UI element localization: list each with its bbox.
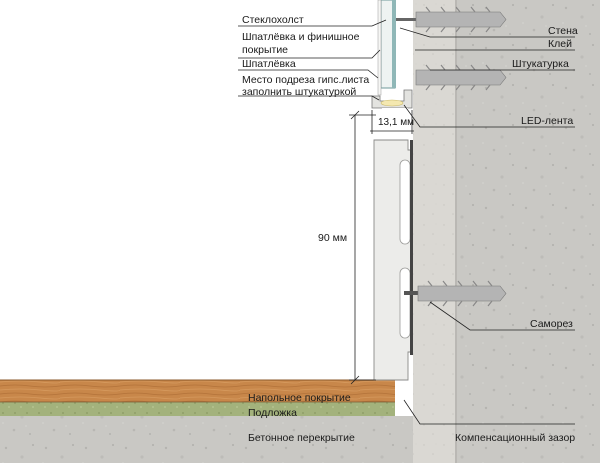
- compensation-gap: [395, 380, 413, 416]
- anchor-lower: [404, 280, 507, 307]
- label-fiberglass: Стеклохолст: [242, 14, 304, 26]
- leader-lines-right: [399, 27, 575, 425]
- leader-lines-left: [238, 19, 387, 101]
- label-gap: Компенсационный зазор: [455, 432, 576, 444]
- label-floor-cover: Напольное покрытие: [248, 392, 351, 404]
- label-putty-finish-2: покрытие: [242, 44, 289, 56]
- label-led: LED-лента: [521, 115, 574, 127]
- label-cut-1: Место подреза гипс.листа: [242, 74, 370, 86]
- label-screw: Саморез: [530, 318, 573, 330]
- label-cut-2: заполнить штукатуркой: [242, 86, 357, 98]
- label-slab: Бетонное перекрытие: [248, 432, 355, 444]
- label-dim-height: 90 мм: [318, 232, 348, 244]
- floor-covering: [0, 380, 395, 402]
- label-underlay: Подложка: [248, 407, 297, 419]
- underlay-layer: [0, 402, 395, 416]
- label-putty: Шпатлёвка: [242, 58, 296, 70]
- label-glue: Клей: [548, 38, 572, 50]
- label-putty-finish-1: Шпатлёвка и финишное: [242, 31, 360, 43]
- led-strip: [380, 99, 404, 107]
- fiberglass-layer: [392, 0, 396, 88]
- label-dim-width: 13,1 мм: [378, 117, 414, 128]
- concrete-slab: [0, 416, 413, 463]
- label-wall: Стена: [548, 25, 578, 37]
- anchor-upper: [396, 6, 507, 33]
- plaster-layer: [413, 0, 457, 463]
- label-plaster: Штукатурка: [512, 58, 569, 70]
